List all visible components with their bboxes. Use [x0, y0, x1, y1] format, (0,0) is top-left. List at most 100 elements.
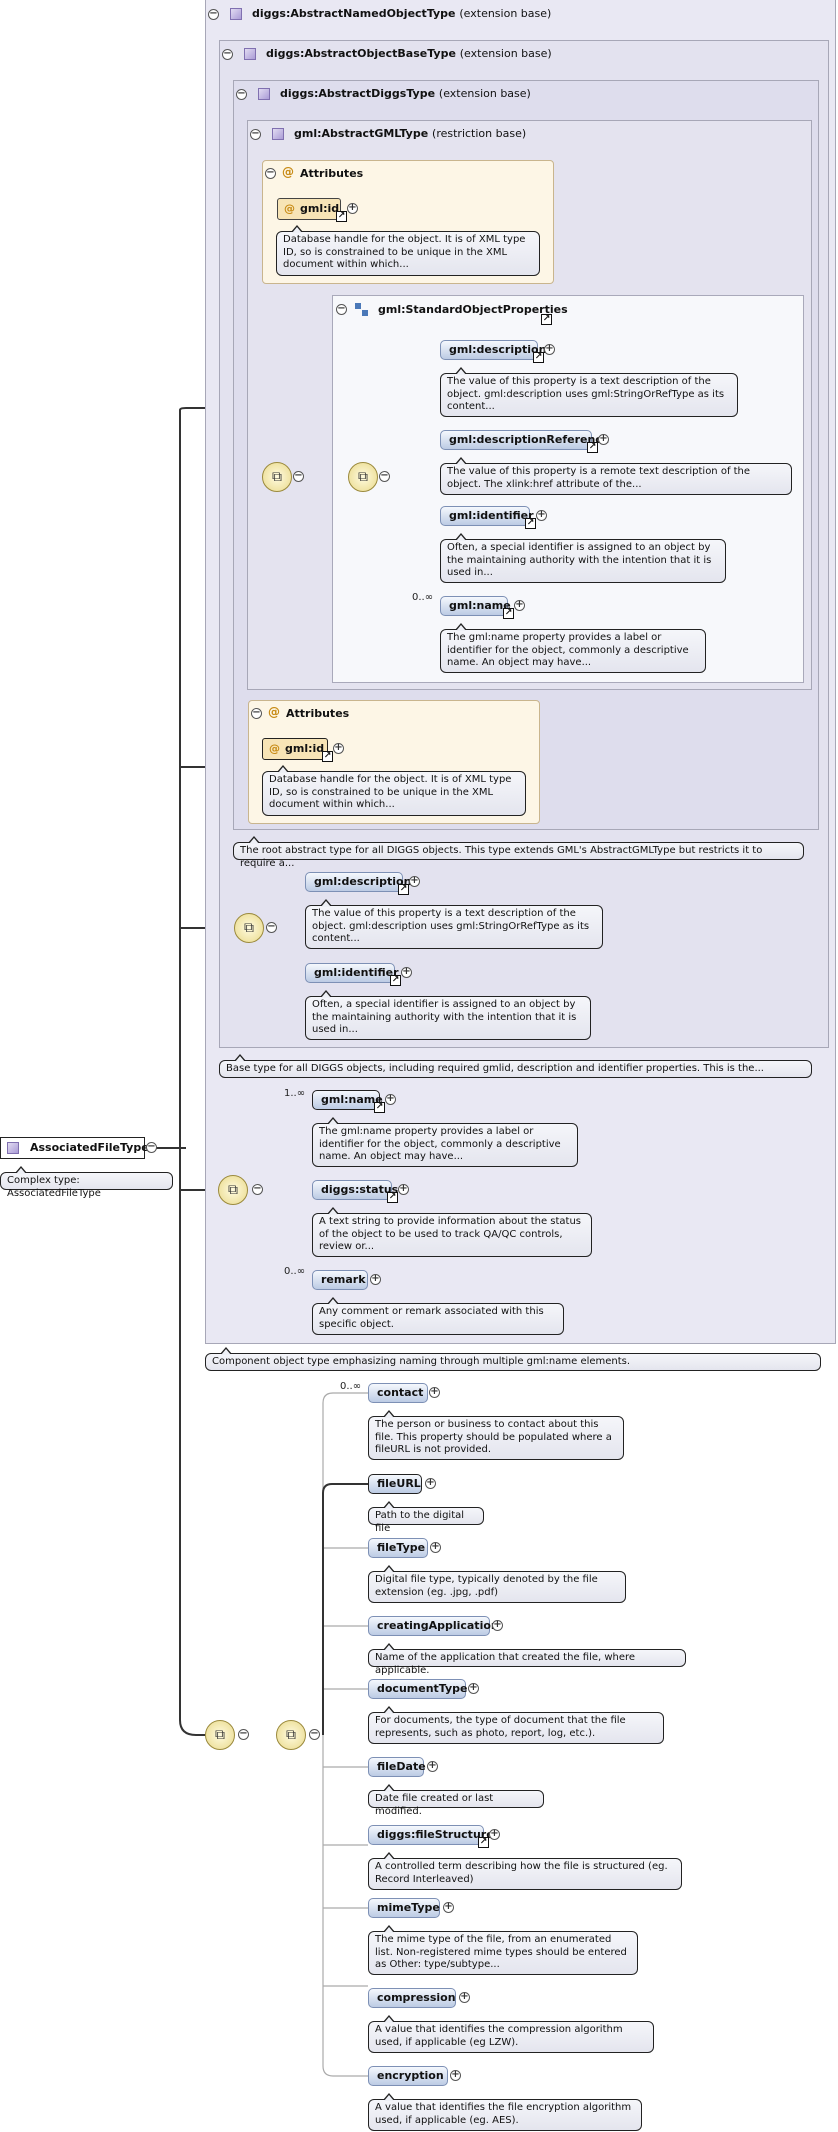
collapse-toggle-objbase[interactable]: − — [222, 48, 233, 60]
reference-arrow-icon[interactable]: ↗ — [322, 751, 333, 762]
diggs-file-structure-element[interactable]: diggs:fileStructure — [368, 1825, 494, 1845]
gml-name-doc: The gml:name property provides a label o… — [312, 1117, 578, 1167]
sequence-compositor-icon[interactable]: ⧉ — [348, 462, 378, 492]
expand-plus-icon[interactable]: + — [598, 433, 609, 445]
cardinality-label: 0..∞ — [340, 1381, 362, 1392]
root-type-box[interactable] — [0, 1137, 145, 1159]
compression-element[interactable]: compression — [368, 1988, 456, 2008]
expand-plus-icon[interactable]: + — [443, 1901, 454, 1913]
collapse-toggle-seq[interactable]: − — [238, 1728, 249, 1740]
reference-arrow-icon[interactable]: ↗ — [541, 314, 552, 325]
expand-plus-icon[interactable]: + — [425, 1477, 436, 1489]
collapse-toggle-gml-attributes[interactable]: − — [265, 167, 276, 179]
gml-type-label: gml:AbstractGMLType (restriction base) — [294, 127, 527, 140]
file-url-doc: Path to the digital file — [368, 1501, 484, 1534]
reference-arrow-icon[interactable]: ↗ — [398, 884, 409, 895]
group-icon — [355, 303, 369, 317]
mime-type-element[interactable]: mimeType — [368, 1898, 440, 1918]
sequence-compositor-icon[interactable]: ⧉ — [218, 1175, 248, 1205]
remark-element[interactable]: remark — [312, 1270, 368, 1290]
gml-id-attribute[interactable]: @gml:id — [277, 198, 341, 220]
sequence-compositor-icon[interactable]: ⧉ — [276, 1720, 306, 1750]
cardinality-label: 1..∞ — [284, 1088, 306, 1099]
expand-plus-icon[interactable]: + — [430, 1541, 441, 1553]
expand-plus-icon[interactable]: + — [536, 509, 547, 521]
reference-arrow-icon[interactable]: ↗ — [525, 518, 536, 529]
file-date-element[interactable]: fileDate — [368, 1757, 426, 1777]
document-type-element[interactable]: documentType — [368, 1679, 468, 1699]
gml-name-element[interactable]: gml:name — [312, 1090, 383, 1110]
reference-arrow-icon[interactable]: ↗ — [478, 1837, 489, 1848]
collapse-toggle-diggs[interactable]: − — [236, 88, 247, 100]
cardinality-label: 0..∞ — [284, 1266, 306, 1277]
gml-name-doc: The gml:name property provides a label o… — [440, 623, 706, 673]
expand-plus-icon[interactable]: + — [489, 1828, 500, 1840]
expand-plus-icon[interactable]: + — [429, 1386, 440, 1398]
gml-id-attribute[interactable]: @gml:id — [262, 738, 328, 760]
gml-description-doc: The value of this property is a text des… — [440, 367, 738, 417]
diggs-attributes-label: Attributes — [286, 707, 350, 720]
remark-doc: Any comment or remark associated with th… — [312, 1297, 564, 1335]
collapse-toggle-seq[interactable]: − — [293, 470, 304, 482]
root-type-doc: Complex type: AssociatedFileType — [0, 1166, 173, 1199]
expand-plus-icon[interactable]: + — [544, 343, 555, 355]
collapse-toggle-seq[interactable]: − — [266, 921, 277, 933]
file-type-element[interactable]: fileType — [368, 1538, 428, 1558]
expand-plus-icon[interactable]: + — [370, 1273, 381, 1285]
reference-arrow-icon[interactable]: ↗ — [390, 975, 401, 986]
creating-application-element[interactable]: creatingApplication — [368, 1616, 499, 1636]
reference-arrow-icon[interactable]: ↗ — [533, 352, 544, 363]
reference-arrow-icon[interactable]: ↗ — [587, 442, 598, 453]
sequence-compositor-icon[interactable]: ⧉ — [205, 1720, 235, 1750]
complex-type-icon — [258, 88, 270, 100]
reference-arrow-icon[interactable]: ↗ — [387, 1192, 398, 1203]
contact-element[interactable]: contact — [368, 1383, 428, 1403]
expand-plus-icon[interactable]: + — [427, 1760, 438, 1772]
collapse-toggle-seq[interactable]: − — [252, 1183, 263, 1195]
gml-description-element[interactable]: gml:description — [305, 872, 411, 892]
encryption-element[interactable]: encryption — [368, 2066, 448, 2086]
collapse-toggle-std-props[interactable]: − — [336, 303, 347, 315]
expand-plus-icon[interactable]: + — [468, 1682, 479, 1694]
reference-arrow-icon[interactable]: ↗ — [374, 1102, 385, 1113]
collapse-toggle-diggs-attributes[interactable]: − — [251, 707, 262, 719]
diggs-status-doc: A text string to provide information abo… — [312, 1207, 592, 1257]
reference-arrow-icon[interactable]: ↗ — [503, 608, 514, 619]
expand-plus-icon[interactable]: + — [333, 742, 344, 754]
collapse-toggle-seq[interactable]: − — [379, 470, 390, 482]
gml-description-element[interactable]: gml:description — [440, 340, 546, 360]
sequence-compositor-icon[interactable]: ⧉ — [262, 462, 292, 492]
collapse-toggle-named[interactable]: − — [208, 8, 219, 20]
expand-plus-icon[interactable]: + — [401, 966, 412, 978]
gml-identifier-element[interactable]: gml:identifier — [305, 963, 399, 983]
expand-plus-icon[interactable]: + — [459, 1991, 470, 2003]
attribute-icon: @ — [268, 705, 280, 719]
expand-plus-icon[interactable]: + — [514, 599, 525, 611]
collapse-toggle-seq[interactable]: − — [309, 1728, 320, 1740]
diggs-type-label: diggs:AbstractDiggsType (extension base) — [280, 87, 531, 100]
named-type-label: diggs:AbstractNamedObjectType (extension… — [252, 7, 552, 20]
collapse-toggle-gml[interactable]: − — [250, 128, 261, 140]
file-url-element[interactable]: fileURL — [368, 1474, 422, 1494]
expand-plus-icon[interactable]: + — [347, 202, 358, 214]
expand-plus-icon[interactable]: + — [492, 1619, 503, 1631]
gml-description-reference-element[interactable]: gml:descriptionReference — [440, 430, 609, 450]
gml-identifier-element[interactable]: gml:identifier — [440, 506, 534, 526]
expand-plus-icon[interactable]: + — [409, 875, 420, 887]
sequence-compositor-icon[interactable]: ⧉ — [234, 913, 264, 943]
gml-description-reference-doc: The value of this property is a remote t… — [440, 457, 792, 495]
encryption-doc: A value that identifies the file encrypt… — [368, 2093, 642, 2131]
file-type-doc: Digital file type, typically denoted by … — [368, 1565, 626, 1603]
gml-identifier-doc: Often, a special identifier is assigned … — [305, 990, 591, 1040]
attribute-icon: @ — [282, 165, 294, 179]
gml-id-label: gml:id — [285, 742, 325, 755]
expand-plus-icon[interactable]: + — [398, 1183, 409, 1195]
gml-name-element[interactable]: gml:name — [440, 596, 511, 616]
gml-id-doc: Database handle for the object. It is of… — [276, 225, 540, 276]
expand-plus-icon[interactable]: + — [450, 2069, 461, 2081]
file-date-doc: Date file created or last modified. — [368, 1784, 544, 1817]
collapse-toggle-root[interactable]: − — [146, 1141, 157, 1153]
diggs-status-element[interactable]: diggs:status — [312, 1180, 398, 1200]
reference-arrow-icon[interactable]: ↗ — [336, 211, 347, 222]
expand-plus-icon[interactable]: + — [385, 1093, 396, 1105]
